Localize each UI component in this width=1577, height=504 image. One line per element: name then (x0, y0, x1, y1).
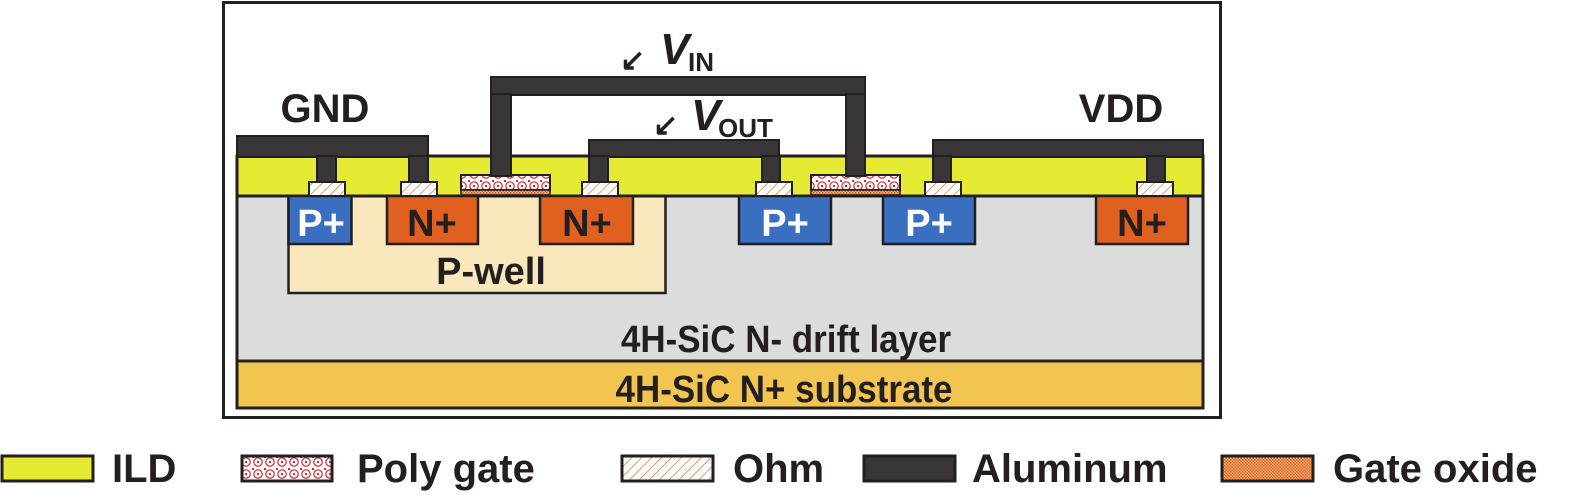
vout-label: ↙ V OUT (653, 91, 773, 143)
vin-arrow-icon: ↙ (620, 44, 645, 77)
vin-label-main: V (660, 25, 693, 74)
ild-swatch (0, 454, 95, 483)
vout-arrow-icon: ↙ (653, 109, 678, 142)
n-plus-label-3: N+ (1117, 203, 1167, 245)
vout-label-main: V (691, 91, 724, 140)
p-plus-region-2 (737, 194, 833, 246)
p-plus-region-3 (881, 194, 977, 246)
gate-oxide-pmos (810, 189, 901, 196)
n-plus-region-1 (385, 194, 480, 246)
aluminum-swatch (862, 454, 957, 483)
vin-label: ↙ V IN (620, 25, 714, 77)
legend-item-poly-gate: Poly gate (240, 447, 535, 491)
vdd-metal (932, 139, 1204, 183)
p-plus-label-2: P+ (761, 203, 809, 245)
gnd-label: GND (281, 87, 370, 131)
vin-label-sub: IN (688, 47, 714, 77)
legend-item-ild: ILD (0, 447, 176, 491)
n-plus-label-1: N+ (407, 203, 457, 245)
gate-oxide-swatch (1220, 454, 1315, 483)
p-well-label: P-well (436, 251, 546, 293)
ohmic-contact (924, 181, 962, 197)
legend-item-aluminum: Aluminum (862, 447, 1168, 491)
poly-gate-nmos (460, 174, 551, 191)
vdd-label: VDD (1079, 87, 1163, 131)
p-plus-label-3: P+ (905, 203, 953, 245)
ild-layer (235, 154, 1205, 198)
legend-label-ohm: Ohm (733, 447, 824, 491)
legend-label-aluminum: Aluminum (972, 447, 1168, 491)
substrate-label: 4H-SiC N+ substrate (616, 368, 953, 411)
poly-gate-pmos (810, 174, 901, 191)
ohmic-contact (308, 181, 346, 197)
ohmic-contact (400, 181, 438, 197)
gate-oxide-nmos (460, 189, 551, 196)
gnd-metal (236, 135, 429, 183)
n-plus-label-2: N+ (562, 203, 612, 245)
n-plus-region-2 (538, 194, 635, 246)
ohm-swatch (620, 454, 715, 483)
ohmic-contact (755, 181, 793, 197)
ohmic-contact (581, 181, 619, 197)
legend-label-ild: ILD (112, 447, 176, 491)
drift-label: 4H-SiC N- drift layer (621, 318, 951, 361)
vout-label-sub: OUT (718, 113, 773, 143)
substrate-layer (235, 359, 1205, 410)
legend-label-poly-gate: Poly gate (357, 447, 535, 491)
poly-gate-swatch (240, 454, 334, 483)
vin-metal (490, 76, 866, 177)
legend-item-ohm: Ohm (620, 447, 824, 491)
ohmic-contact (1136, 181, 1174, 197)
legend-item-gate-oxide: Gate oxide (1220, 447, 1538, 491)
legend: ILD Poly gate Ohm Aluminum Gate oxide (0, 447, 1538, 491)
n-plus-region-3 (1094, 194, 1190, 246)
vout-metal (588, 139, 781, 183)
p-plus-label-1: P+ (297, 203, 345, 245)
legend-label-gate-oxide: Gate oxide (1333, 447, 1538, 491)
